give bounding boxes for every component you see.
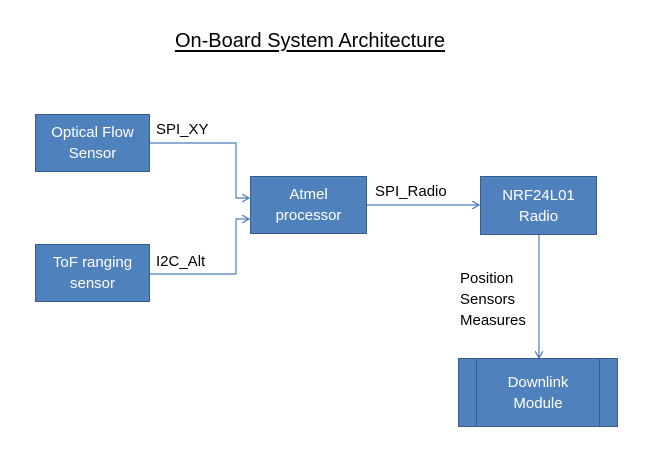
tof-line2: sensor [69,275,116,292]
atmel-line1: Atmel [289,186,328,203]
atmel-line2: processor [275,207,342,224]
optical-flow-line1: Optical Flow [51,124,134,141]
nrf-line1: NRF24L01 [502,186,575,204]
spi-xy-label: SPI_XY [156,121,209,138]
optical-flow-sensor-block: Optical Flow Sensor [35,114,150,172]
position-label-line2: Sensors [460,291,516,308]
tof-ranging-sensor-block: ToF ranging sensor [35,244,150,302]
i2c-alt-wire [149,219,249,275]
diagram-title: On-Board System Architecture [174,30,446,52]
downlink-line1: Downlink [507,373,569,391]
downlink-line2: Module [513,394,563,412]
atmel-processor-block: Atmel processor [250,176,367,234]
optical-flow-line2: Sensor [68,145,117,162]
tof-line1: ToF ranging [52,254,133,271]
i2c-alt-label: I2C_Alt [156,253,206,270]
nrf24l01-radio-block: NRF24L01 Radio [480,176,597,235]
downlink-right-bar [599,359,600,426]
spi-xy-wire [149,142,249,198]
spi-radio-label: SPI_Radio [375,183,447,200]
position-label-line3: Measures [460,312,526,329]
position-sensors-measures-label: Position Sensors Measures [460,268,526,331]
downlink-module-block: Downlink Module [458,358,618,427]
position-label-line1: Position [460,270,514,287]
nrf-line2: Radio [518,207,559,225]
downlink-left-bar [476,359,477,426]
